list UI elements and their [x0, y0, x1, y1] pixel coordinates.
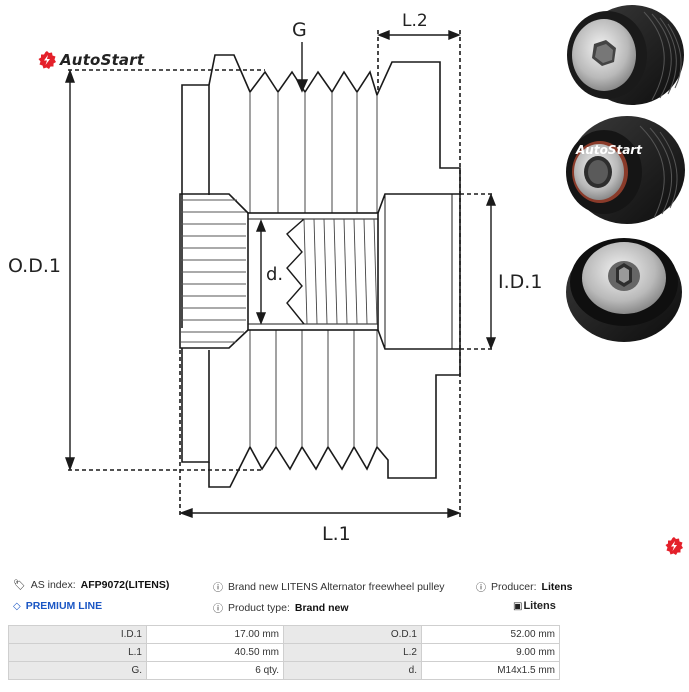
litens-logo-text: Litens — [523, 600, 556, 612]
product-type-value: Brand new — [294, 601, 349, 614]
spec-value: M14x1.5 mm — [421, 661, 560, 680]
bore — [247, 212, 379, 331]
spec-table: I.D.1 17.00 mm O.D.1 52.00 mm L.1 40.50 … — [8, 625, 560, 680]
as-index-label: AS index: — [30, 579, 76, 591]
autostart-logo: AutoStart — [37, 50, 144, 70]
info-icon: ⓘ — [213, 604, 223, 615]
pulley-rear-view: AutoStart — [566, 116, 685, 224]
label-d: d. — [266, 264, 283, 285]
info-icon: ⓘ — [213, 583, 223, 594]
pulley-technical-drawing: G L.2 O.D.1 I.D.1 d. L.1 — [8, 11, 542, 545]
premium-line-badge[interactable]: ◇ PREMIUM LINE — [13, 600, 102, 612]
autostart-corner-logo-icon — [665, 537, 683, 555]
diamond-icon: ◇ — [13, 600, 21, 612]
spec-value: 52.00 mm — [421, 625, 560, 644]
autostart-gear-icon — [38, 51, 56, 69]
spec-key: d. — [283, 661, 422, 680]
spec-key: I.D.1 — [8, 625, 147, 644]
label-l1: L.1 — [322, 523, 351, 545]
description-text: Brand new LITENS Alternator freewheel pu… — [228, 580, 445, 593]
as-index: 🏷︎ AS index: AFP9072(LITENS) — [13, 579, 169, 591]
label-id1: I.D.1 — [498, 271, 542, 293]
litens-logo: ▣ Litens — [513, 600, 556, 612]
left-hub — [179, 193, 249, 349]
pulley-front-view — [567, 5, 684, 105]
groove-profile-bottom — [208, 349, 461, 488]
spec-value: 9.00 mm — [421, 643, 560, 662]
thread-profile — [286, 218, 305, 325]
right-hub — [377, 193, 461, 350]
spec-value: 6 qty. — [146, 661, 284, 680]
producer-value: Litens — [541, 580, 573, 593]
tags-icon: 🏷︎ — [13, 579, 26, 591]
as-index-value: AFP9072(LITENS) — [80, 579, 170, 591]
spec-key: O.D.1 — [283, 625, 422, 644]
producer: ⓘ Producer: Litens — [476, 579, 573, 595]
litens-mark-icon: ▣ — [513, 600, 523, 612]
product-photos: AutoStart — [566, 5, 685, 342]
label-od1: O.D.1 — [8, 255, 61, 277]
product-description: ⓘ Brand new LITENS Alternator freewheel … — [213, 579, 445, 595]
product-type-label: Product type: — [228, 601, 290, 614]
spec-value: 17.00 mm — [146, 625, 284, 644]
table-row: G. 6 qty. d. M14x1.5 mm — [8, 661, 560, 680]
product-type: ⓘ Product type: Brand new — [213, 600, 349, 616]
premium-line-label: PREMIUM LINE — [25, 600, 103, 612]
spec-value: 40.50 mm — [146, 643, 284, 662]
label-groove: G — [292, 19, 307, 41]
info-icon: ⓘ — [476, 583, 486, 594]
pulley-top-view — [566, 238, 682, 342]
spec-key: G. — [8, 661, 147, 680]
label-l2: L.2 — [402, 11, 428, 31]
producer-label: Producer: — [491, 580, 537, 593]
table-row: I.D.1 17.00 mm O.D.1 52.00 mm — [8, 625, 560, 644]
spec-key: L.1 — [8, 643, 147, 662]
photo-watermark: AutoStart — [575, 143, 643, 157]
autostart-logo-text: AutoStart — [60, 51, 145, 69]
spec-key: L.2 — [283, 643, 422, 662]
groove-profile-top — [208, 54, 461, 195]
left-flange — [181, 84, 210, 328]
table-row: L.1 40.50 mm L.2 9.00 mm — [8, 643, 560, 662]
